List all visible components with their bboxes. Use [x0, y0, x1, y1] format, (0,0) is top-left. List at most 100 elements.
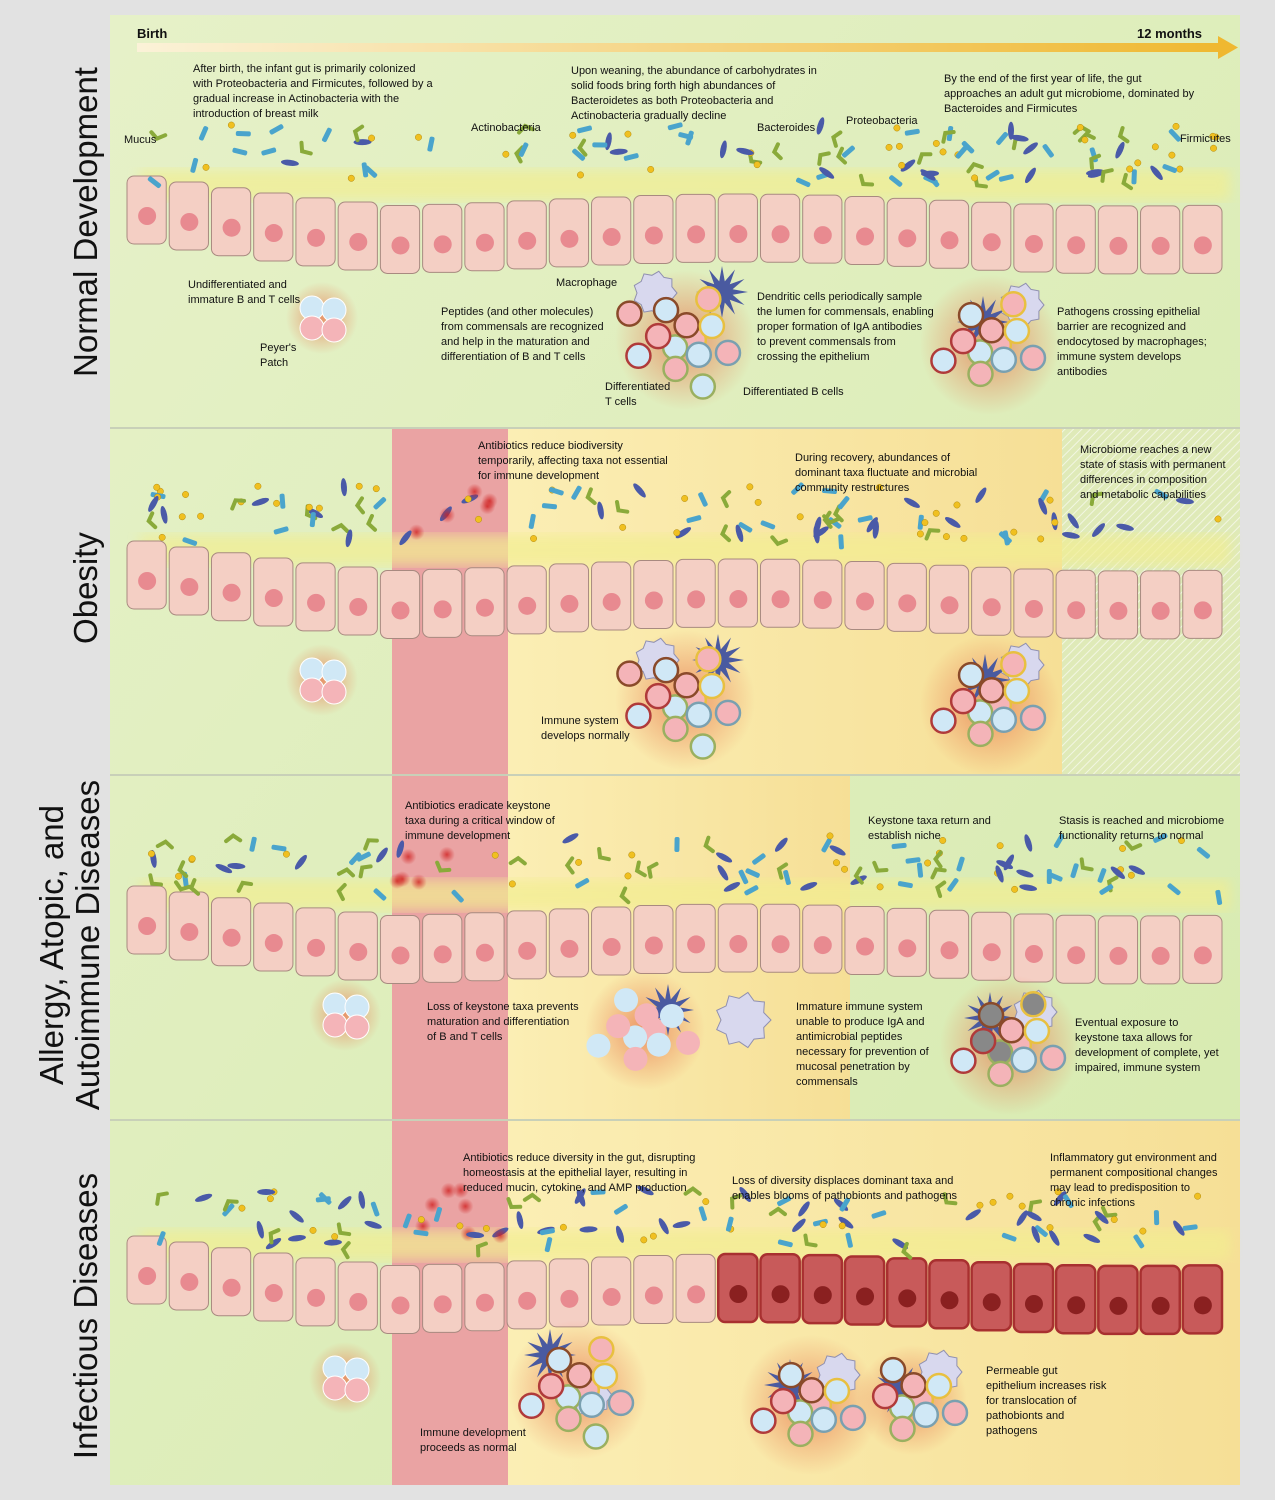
bacteroides-bacterium: [996, 860, 1014, 870]
firmicutes-bacterium: [585, 487, 597, 506]
firmicutes-bacterium: [331, 522, 350, 534]
bacteroidetes-rod: [235, 131, 251, 137]
bacteroidetes-rod: [1062, 1194, 1074, 1209]
proteobacteria-coccus: [1176, 165, 1184, 173]
bacteroidetes-rod: [1162, 164, 1178, 173]
cell-nucleus: [1024, 944, 1043, 963]
firmicutes-bacterium: [155, 839, 174, 850]
proteobacteria-coccus: [796, 513, 804, 521]
dendritic-cell-icon: [874, 1364, 926, 1416]
proteobacteria-coccus: [702, 1198, 710, 1206]
proteobacteria-coccus: [1214, 515, 1222, 523]
bacteroides-bacterium: [340, 478, 347, 497]
cell-nucleus: [644, 936, 663, 955]
bacteroidetes-rod: [841, 145, 855, 158]
b-cell: [750, 1407, 777, 1434]
t-cell: [1039, 1044, 1067, 1072]
bacteroidetes-rod: [571, 485, 582, 500]
bacteroidetes-rod: [1167, 883, 1181, 896]
cell-nucleus: [180, 1272, 199, 1291]
bacteroides-bacterium: [396, 840, 405, 858]
cell-nucleus: [687, 225, 706, 244]
cell-nucleus: [307, 938, 326, 957]
proteobacteria-coccus: [158, 533, 166, 541]
proteobacteria-coccus: [1178, 837, 1185, 844]
firmicutes-bacterium: [506, 1197, 523, 1210]
t-cell: [949, 327, 977, 355]
bacteroides-bacterium: [816, 117, 825, 135]
bacteroidetes-rod: [998, 174, 1014, 182]
bacteroidetes-rod: [198, 126, 209, 141]
bacteroidetes-rod: [985, 169, 1000, 181]
bacteroidetes-rod: [837, 496, 850, 510]
cell-nucleus: [1067, 946, 1086, 965]
proteobacteria-coccus: [1081, 136, 1089, 144]
proteobacteria-coccus: [1127, 871, 1135, 879]
firmicutes-bacterium: [336, 883, 347, 902]
cell-nucleus: [349, 942, 368, 961]
bacteroides-bacterium: [829, 845, 846, 856]
bacteroidetes-rod: [544, 1237, 553, 1253]
cell-nucleus: [1109, 236, 1128, 255]
cell-nucleus: [391, 1296, 410, 1315]
bacteroidetes-rod: [361, 162, 369, 178]
firmicutes-bacterium: [1124, 840, 1143, 852]
cell-nucleus: [138, 207, 157, 225]
bacteroidetes-rod: [279, 493, 286, 509]
b-cell: [810, 1406, 838, 1433]
firmicutes-bacterium: [230, 498, 247, 511]
proteobacteria-coccus: [148, 850, 155, 858]
b-cell: [990, 706, 1018, 733]
macrophage-icon: [716, 991, 772, 1049]
firmicutes-bacterium: [941, 130, 956, 144]
bacteroidetes-rod: [1131, 169, 1137, 185]
label-b-cells: Differentiated B cells: [743, 386, 844, 398]
bacteroidetes-rod: [1042, 144, 1054, 158]
cell-nucleus: [307, 228, 326, 247]
firmicutes-bacterium: [703, 835, 715, 854]
proteobacteria-coccus: [1134, 159, 1142, 167]
dying-bacterium: [424, 1196, 441, 1213]
firmicutes-bacterium: [149, 130, 168, 142]
bacteroidetes-rod: [891, 842, 907, 850]
t-cell: [798, 1377, 825, 1404]
row-title-obesity: Obesity: [67, 532, 104, 644]
cell-nucleus: [771, 1285, 790, 1304]
proteobacteria-coccus: [841, 865, 848, 873]
t-cell: [644, 682, 672, 710]
immature-lymphocyte: [344, 1377, 370, 1403]
peyers-patch-glow: [309, 1342, 381, 1414]
proteobacteria-coccus: [475, 515, 482, 523]
firmicutes-bacterium: [299, 140, 313, 156]
bacteroidetes-rod: [760, 520, 776, 530]
bacteroidetes-rod: [1168, 128, 1181, 142]
bacteroides-bacterium: [633, 483, 646, 498]
proteobacteria-coccus: [502, 150, 510, 158]
cell-nucleus: [856, 1287, 875, 1306]
firmicutes-bacterium: [942, 1192, 958, 1206]
label-actinobacteria: Actinobacteria: [471, 122, 541, 134]
bacteroides-bacterium: [288, 1235, 306, 1242]
bacteroides-bacterium: [637, 1185, 654, 1196]
bacteroidetes-rod: [147, 176, 162, 188]
bacteroidetes-rod: [1002, 530, 1010, 546]
bacteroides-bacterium: [1110, 866, 1126, 879]
cell-nucleus: [771, 225, 790, 244]
bacteroides-bacterium: [1023, 142, 1038, 155]
cell-nucleus: [1024, 234, 1043, 253]
bacteroides-bacterium: [1049, 1229, 1060, 1246]
note-weaning: Upon weaning, the abundance of carbohydr…: [571, 65, 817, 122]
proteobacteria-coccus: [178, 513, 186, 521]
firmicutes-bacterium: [1121, 172, 1134, 191]
bacteroides-bacterium: [399, 530, 412, 546]
bacteroides-bacterium: [257, 1189, 276, 1196]
t-cell: [623, 1046, 648, 1071]
proteobacteria-coccus: [202, 163, 210, 171]
bacteroidetes-rod: [269, 124, 284, 135]
cell-nucleus: [856, 227, 875, 246]
bacteroidetes-rod: [182, 537, 198, 546]
t-cell: [675, 1030, 700, 1055]
proteobacteria-coccus: [996, 842, 1004, 850]
firmicutes-bacterium: [966, 161, 984, 174]
t-cell: [967, 720, 994, 748]
